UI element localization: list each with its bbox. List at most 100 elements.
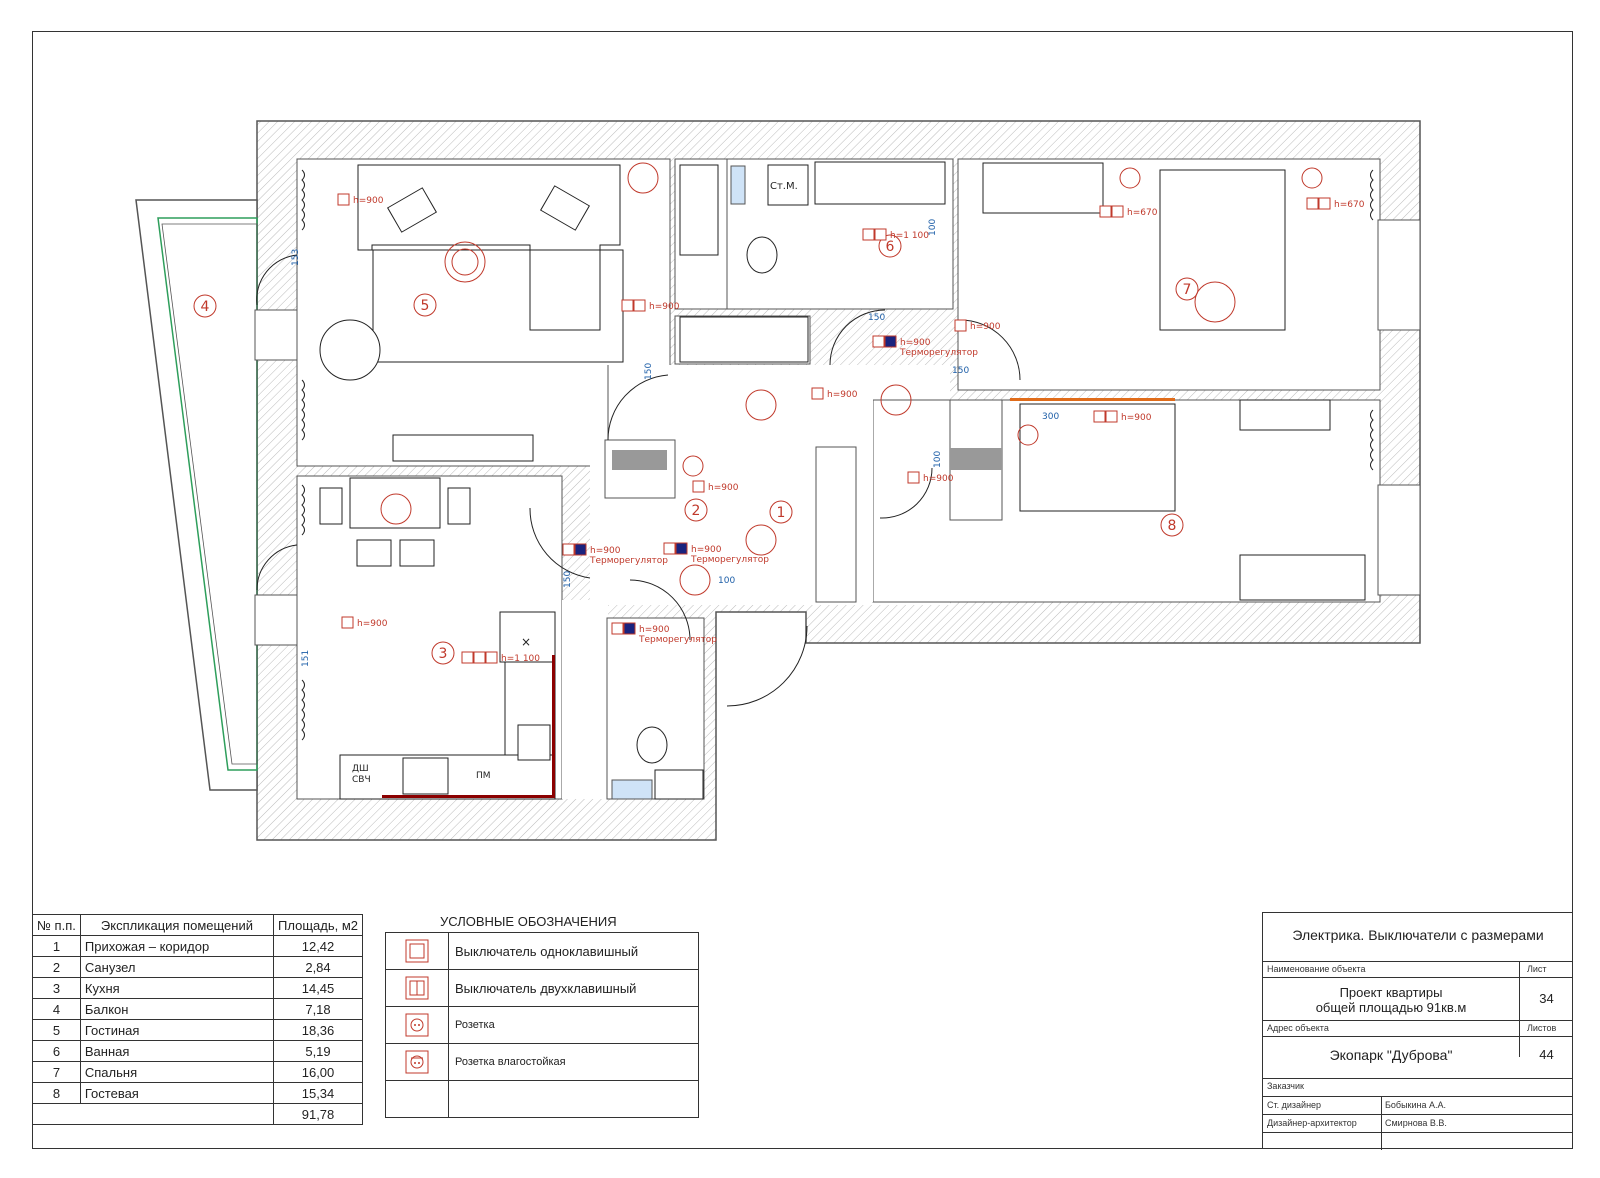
switch-box bbox=[473, 651, 486, 664]
architect-label: Дизайнер-архитектор bbox=[1267, 1118, 1357, 1128]
room-name: Кухня bbox=[79, 977, 275, 999]
door-living bbox=[607, 374, 669, 441]
ceiling-light-dining bbox=[380, 493, 412, 525]
thermostat-label: Терморегулятор bbox=[690, 555, 769, 565]
single-switch-icon bbox=[386, 933, 449, 969]
dim-100-guest: 100 bbox=[933, 451, 943, 468]
doors bbox=[256, 254, 1021, 707]
legend-label: Выключатель одноклавишный bbox=[455, 943, 639, 959]
fan-guest bbox=[1017, 424, 1039, 446]
switch-height-label: h=900 bbox=[639, 625, 670, 635]
thermostat-label: Терморегулятор bbox=[899, 348, 978, 358]
legend-row: Выключатель одноклавишный bbox=[386, 933, 698, 970]
kitchen-counter-red bbox=[382, 795, 554, 798]
double-switch-icon bbox=[386, 970, 449, 1006]
door-bath bbox=[829, 309, 886, 366]
dining-table bbox=[349, 477, 441, 529]
room-marker: 8 bbox=[1160, 513, 1184, 537]
switch-icon: h=900 bbox=[337, 193, 384, 206]
kitchen-sink bbox=[517, 724, 551, 761]
switch-height-label: h=670 bbox=[1334, 200, 1365, 210]
explication-header: № п.п. Экспликация помещений Площадь, м2 bbox=[32, 914, 363, 936]
door-kitchen bbox=[529, 507, 591, 579]
switch-box bbox=[1306, 197, 1319, 210]
ceiling-light-bedroom bbox=[1194, 281, 1236, 323]
total-label bbox=[31, 1103, 275, 1125]
wc-cabinet bbox=[654, 769, 704, 800]
switch-height-label: h=670 bbox=[1127, 208, 1158, 218]
plan-labels: Ст.М. ДШ СВЧ ПМ × bbox=[352, 181, 798, 785]
legend-empty-label bbox=[449, 1081, 698, 1117]
door-entrance bbox=[726, 625, 808, 707]
switch-icon: h=670 bbox=[1306, 197, 1365, 210]
switch-height-label: h=900 bbox=[357, 619, 388, 629]
room-marker-circle bbox=[1160, 513, 1184, 537]
curtain-bedroom bbox=[1370, 169, 1374, 221]
curtain-kitchen-2 bbox=[301, 679, 305, 741]
legend-row: Розетка bbox=[386, 1007, 698, 1044]
dimension-labels: 153 151 150 150 150 150 100 100 100 300 bbox=[291, 219, 1059, 667]
switch-height-label: h=1 100 bbox=[501, 654, 540, 664]
switch-box bbox=[461, 651, 474, 664]
switch-icon: h=900 bbox=[954, 319, 1001, 332]
window-bedroom bbox=[1377, 219, 1421, 331]
sheets-label: Листов bbox=[1527, 1023, 1557, 1033]
switch-height-label: h=900 bbox=[1121, 413, 1152, 423]
drawing-sheet-frame bbox=[32, 31, 1573, 1149]
room-number: 4 bbox=[32, 998, 81, 1020]
furniture bbox=[319, 161, 1366, 800]
door-bedroom bbox=[959, 319, 1021, 381]
room-marker-label: 1 bbox=[777, 505, 786, 521]
switch-icon: h=900 bbox=[692, 480, 739, 493]
room-marker-label: 3 bbox=[439, 646, 448, 662]
legend-label: Розетка bbox=[455, 1019, 495, 1031]
chair-2 bbox=[399, 539, 435, 567]
switches: h=900 h=900 h=900 h=900 h=900 h=900 h=900 h=900… bbox=[337, 193, 1365, 664]
room-marker-circle bbox=[878, 234, 902, 258]
orange-line-guest bbox=[1010, 398, 1175, 401]
balcony-glazing bbox=[157, 217, 258, 771]
room-marker-circle bbox=[769, 500, 793, 524]
desk-guest bbox=[1239, 554, 1366, 601]
switch-height-label: h=900 bbox=[923, 474, 954, 484]
wardrobe-block bbox=[815, 446, 857, 603]
ceiling-light-hall-1 bbox=[745, 389, 777, 421]
switch-box bbox=[485, 651, 498, 664]
switch-height-label: h=900 bbox=[691, 545, 722, 555]
socket-icon bbox=[386, 1007, 449, 1043]
col-area-header: Площадь, м2 bbox=[273, 914, 363, 936]
room-number: 2 bbox=[32, 956, 81, 978]
switch-box bbox=[862, 228, 875, 241]
room-number: 3 bbox=[32, 977, 81, 999]
switch-box bbox=[907, 471, 920, 484]
switch-icon: h=670 bbox=[1099, 205, 1158, 218]
toilet-bath bbox=[746, 236, 778, 274]
room-name: Спальня bbox=[79, 1061, 275, 1083]
object-label: Наименование объекта bbox=[1267, 964, 1366, 974]
shelf-guest bbox=[1239, 399, 1331, 431]
room-marker: 3 bbox=[431, 641, 455, 665]
curtain-guest bbox=[1370, 409, 1374, 471]
switch-box bbox=[341, 616, 354, 629]
fan-hall bbox=[682, 455, 704, 477]
tv-unit-living bbox=[392, 434, 534, 462]
senior-designer-name: Бобыкина А.А. bbox=[1385, 1100, 1446, 1110]
switch-box bbox=[1093, 410, 1106, 423]
door-guest bbox=[879, 467, 933, 519]
room-marker-circle bbox=[1175, 277, 1199, 301]
dim-151: 151 bbox=[301, 650, 311, 667]
window-guest bbox=[1377, 484, 1421, 596]
legend-row-empty bbox=[386, 1081, 698, 1117]
waterproof-socket-icon bbox=[386, 1044, 449, 1080]
room-area: 2,84 bbox=[273, 956, 363, 978]
thermostat-label: Терморегулятор bbox=[638, 635, 717, 645]
switch-box bbox=[874, 228, 887, 241]
ceiling-light-living bbox=[444, 241, 486, 283]
switch-box bbox=[1105, 410, 1118, 423]
shower-tray-bath bbox=[730, 165, 746, 205]
room-marker: 7 bbox=[1175, 277, 1199, 301]
object-value-1: Проект квартиры bbox=[1339, 985, 1443, 1000]
